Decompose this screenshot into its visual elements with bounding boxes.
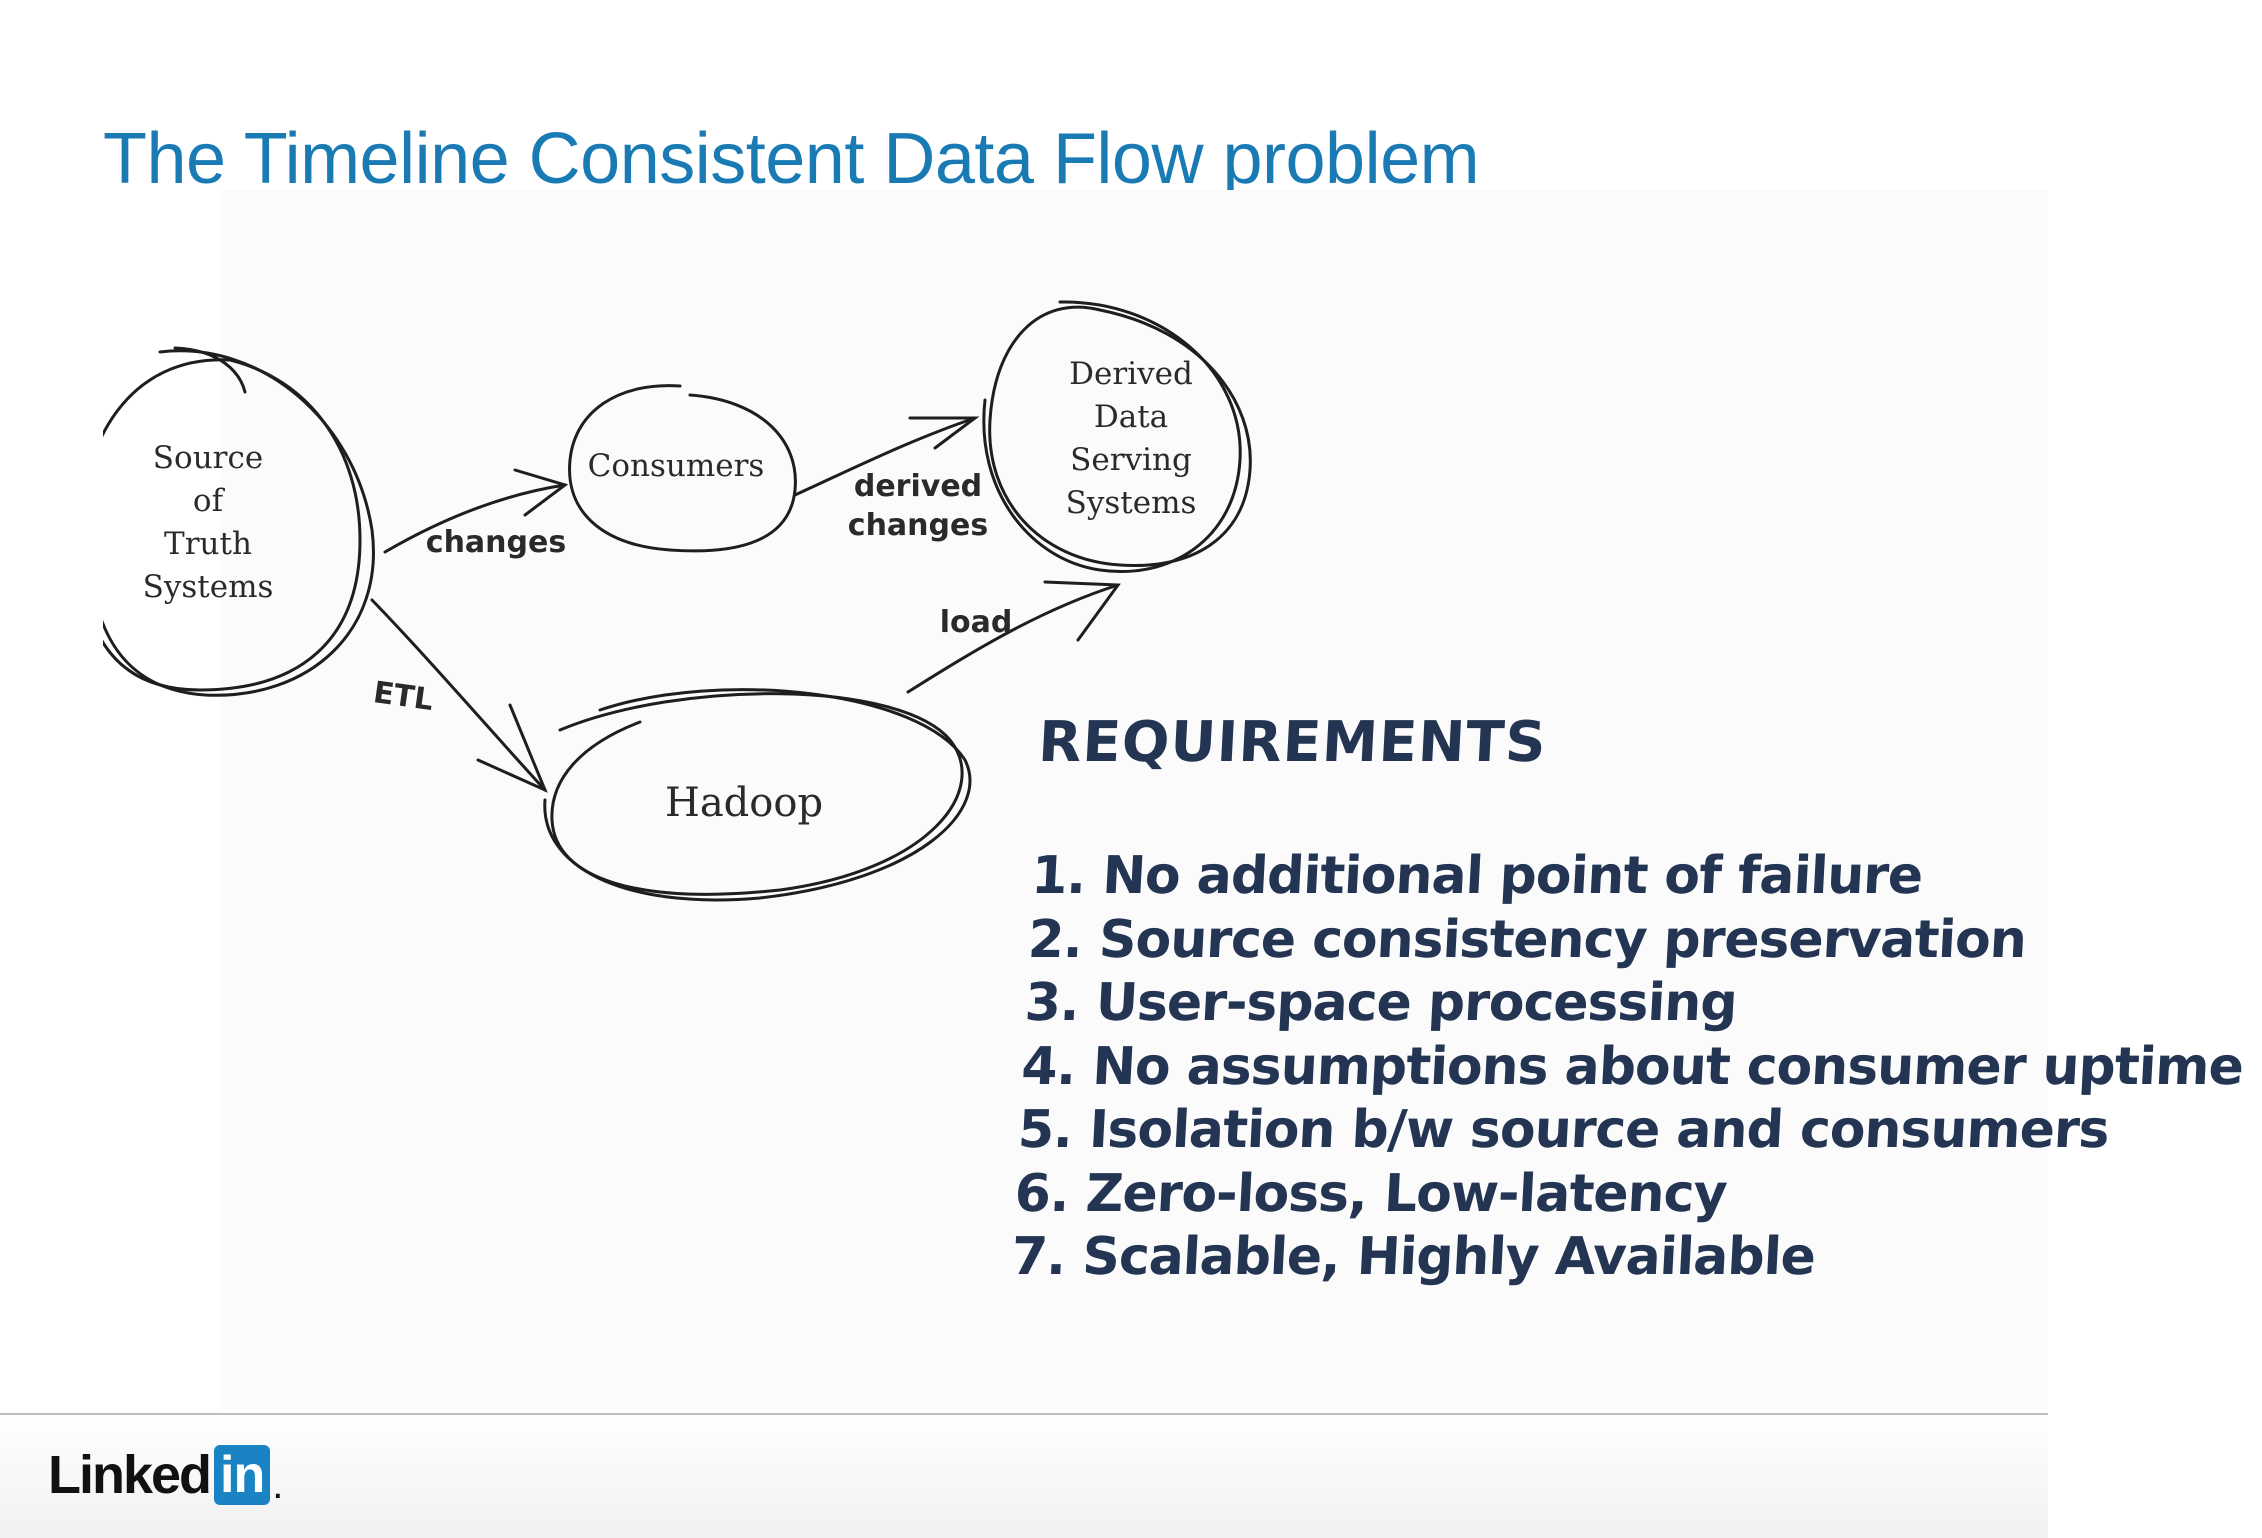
diagram-panel	[220, 190, 2048, 1410]
requirement-item: 6. Zero-loss, Low-latency	[1013, 1163, 1728, 1224]
requirements-panel: REQUIREMENTS 1. No additional point of f…	[1009, 710, 2245, 1290]
requirement-item: 4. No assumptions about consumer uptime	[1019, 1036, 2245, 1097]
requirements-list: 1. No additional point of failure 2. Sou…	[1009, 845, 2245, 1290]
requirements-heading: REQUIREMENTS	[1036, 710, 1549, 775]
logo-wordmark: Linked	[48, 1445, 212, 1505]
hadoop-node-label: Hadoop	[665, 780, 823, 826]
source-node-label-2: of	[193, 483, 226, 519]
etl-edge-label: ETL	[371, 675, 435, 718]
requirement-item: 2. Source consistency preservation	[1026, 909, 2028, 970]
requirement-item: 5. Isolation b/w source and consumers	[1016, 1100, 2111, 1160]
logo-in-box: in	[214, 1445, 271, 1505]
data-flow-diagram: Source of Truth Systems Consumers Derive…	[103, 300, 1252, 902]
etl-arrow	[370, 598, 548, 793]
derived-node-label-3: Serving	[1070, 442, 1192, 478]
consumers-node-circle	[568, 384, 797, 553]
slide-footer: Linked in .	[0, 1413, 2048, 1538]
load-arrow	[906, 580, 1121, 694]
source-node-label-3: Truth	[164, 526, 252, 562]
requirement-item: 7. Scalable, Highly Available	[1009, 1227, 1817, 1287]
logo-dot: .	[272, 1463, 284, 1507]
source-node-circle	[103, 346, 375, 697]
consumers-node-label: Consumers	[588, 448, 765, 484]
slide-title: The Timeline Consistent Data Flow proble…	[103, 119, 1480, 199]
requirement-item: 1. No additional point of failure	[1029, 846, 1924, 906]
load-edge-label: load	[940, 605, 1013, 640]
changes-edge-label: changes	[426, 525, 566, 560]
requirement-item: 3. User-space processing	[1023, 973, 1739, 1033]
derived-node-label-2: Data	[1094, 399, 1168, 435]
derived-node-label-4: Systems	[1066, 485, 1197, 521]
source-node-label-4: Systems	[143, 569, 274, 605]
derived-changes-edge-label-2: changes	[848, 508, 988, 543]
source-node-label-1: Source	[153, 440, 263, 476]
derived-node-circle	[982, 300, 1252, 573]
derived-node-label-1: Derived	[1069, 356, 1193, 392]
linkedin-logo: Linked in .	[48, 1445, 283, 1505]
derived-changes-edge-label-1: derived	[854, 469, 982, 504]
hadoop-node-ellipse	[543, 688, 972, 902]
derived-changes-arrow	[793, 416, 980, 497]
changes-arrow	[383, 468, 569, 554]
